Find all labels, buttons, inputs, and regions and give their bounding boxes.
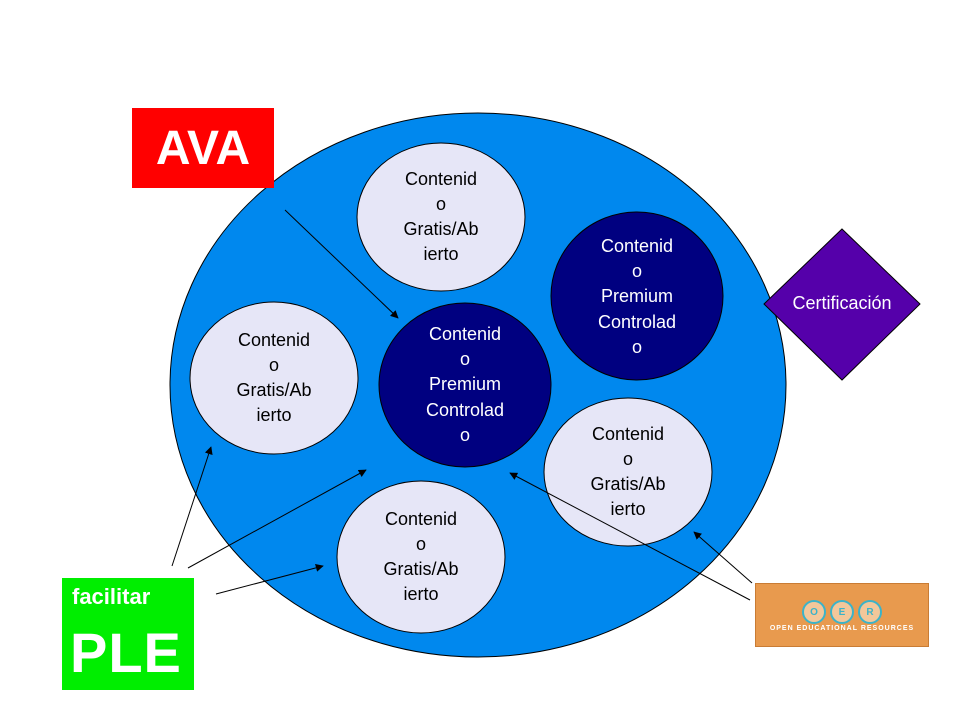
free-content-label-bottom: Contenid o Gratis/Ab ierto: [383, 508, 459, 605]
premium-content-label-right: Contenid o Premium Controlad o: [597, 236, 677, 357]
oer-ring-r: R: [858, 600, 882, 624]
free-content-label-top: Contenid o Gratis/Ab ierto: [403, 168, 479, 265]
ple-big-label: PLE: [70, 621, 182, 684]
ava-label: AVA: [155, 121, 251, 175]
free-content-circle-left: [189, 301, 359, 455]
free-content-label-right: Contenid o Gratis/Ab ierto: [590, 423, 666, 520]
ava-box: AVA: [132, 108, 274, 188]
oer-logo: O E R OPEN EDUCATIONAL RESOURCES: [755, 583, 929, 647]
arrow-ple-to-bottom: [215, 563, 324, 595]
oer-ring-o: O: [802, 600, 826, 624]
free-content-circle-right: [543, 397, 713, 547]
free-content-label-left: Contenid o Gratis/Ab ierto: [236, 329, 312, 426]
premium-content-label-center: Contenid o Premium Controlad o: [425, 324, 505, 445]
arrow-ava-to-center: [284, 209, 399, 319]
oer-ring-e: E: [830, 600, 854, 624]
arrow-oer-to-right: [693, 531, 753, 584]
certification-diamond: [763, 228, 921, 381]
oer-caption: OPEN EDUCATIONAL RESOURCES: [769, 625, 915, 632]
arrow-ple-to-left: [171, 446, 213, 567]
ple-box: facilitar PLE: [62, 578, 194, 690]
ple-small-label: facilitar: [72, 584, 151, 609]
arrow-oer-to-center: [509, 472, 751, 601]
oer-rings-icon: O E R: [802, 600, 884, 624]
premium-content-circle-center: [378, 302, 552, 468]
certification-label: Certificación: [792, 293, 892, 314]
arrow-ple-to-middle: [187, 469, 367, 569]
free-content-circle-bottom: [336, 480, 506, 634]
free-content-circle-top: [356, 142, 526, 292]
premium-content-circle-right: [550, 211, 724, 381]
